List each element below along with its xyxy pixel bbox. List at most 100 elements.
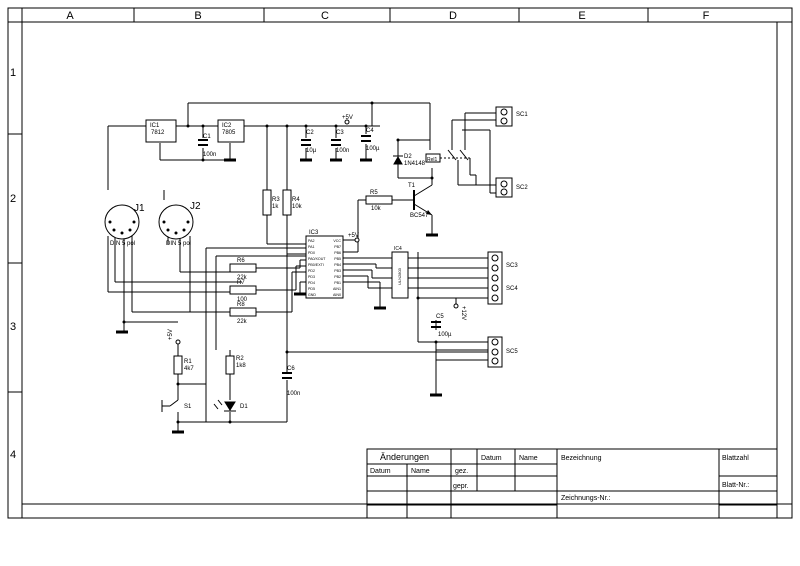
title-block [366,448,778,519]
column-label-d: D [449,10,457,22]
c1-ref: C1 [203,134,211,140]
ic3-pin-vcc: VCC [333,239,341,243]
r4-body [282,189,292,216]
ic3-pin-ain1: AIN1 [333,287,341,291]
blattzahl-label: Blattzahl [722,455,749,462]
ic3-pin-pb2: PB2 [334,275,341,279]
row-label-2: 2 [10,193,16,205]
t1-transistor [413,190,432,215]
row-label-4: 4 [10,449,16,461]
rel1-ref: Rel1 [427,157,438,163]
r2-value: 1k8 [236,363,246,369]
ic3-microcontroller [305,235,344,299]
name2-label: Name [519,455,538,462]
bezeichnung-label: Bezeichnung [561,455,602,462]
ic3-pin-pa0: PA0/XOUT [308,257,326,261]
r2-body [225,355,235,375]
ic4-driver [391,251,409,299]
r1-body [173,355,183,375]
c6-value: 100n [287,391,300,397]
column-label-a: A [66,10,74,22]
j1-din-connector [104,204,140,240]
ic3-pin-pd4: PD4 [308,281,315,285]
ic1-ref: IC1 [150,123,160,129]
c3-ref: C3 [336,130,344,136]
junction-dots [122,101,438,424]
r7-body [229,285,257,295]
r3-value: 1k [272,204,279,210]
r1-value: 4k7 [184,366,194,372]
rel1-relay: Rel1 [425,149,470,163]
ic1-regulator: IC1 7812 [145,119,177,143]
r1-ref: R1 [184,359,192,365]
c4-value: 100µ [366,146,380,152]
ic3-pin-pb0: PB0/EXTI [308,263,324,267]
capacitors [198,135,441,379]
r8-body [229,307,257,317]
ic3-pin-gnd: GND [308,293,316,297]
j1-ref: J1 [134,203,145,214]
gepr-label: gepr. [453,483,469,490]
zeichnungs-nr-label: Zeichnungs-Nr.: [561,495,610,502]
r4-value: 10k [292,204,303,210]
c2-ref: C2 [306,130,314,136]
plus12v-label: +12V [460,306,466,320]
column-label-e: E [578,10,585,22]
r6-value: 22k [237,275,248,281]
column-label-b: B [194,10,201,22]
t1-ref: T1 [408,183,416,189]
d1-ref: D1 [240,404,248,410]
wires [107,102,496,428]
capacitor-labels: C1 100n C2 10µ C3 100n C4 100µ C5 100µ C… [203,128,452,397]
datum2-label: Datum [481,455,502,462]
ic3-pin-ain0: AIN0 [333,293,341,297]
ic2-regulator: IC2 7805 [217,119,245,143]
r6-ref: R6 [237,258,245,264]
r7-value: 100 [237,297,248,303]
c6-ref: C6 [287,366,295,372]
row-label-1: 1 [10,67,16,79]
sc5-ref: SC5 [506,349,518,355]
datum-label: Datum [370,468,391,475]
r6-body [229,263,257,273]
d1-led [213,399,236,412]
c5-ref: C5 [436,314,444,320]
sc3-ref: SC3 [506,263,518,269]
sc1-terminal [495,106,513,127]
ic3-pin-pb4: PB4 [334,263,341,267]
j2-din-connector [158,204,194,240]
j1-value: DIN 5 pol [110,241,135,247]
sc1-ref: SC1 [516,112,528,118]
r4-ref: R4 [292,197,300,203]
c1-value: 100n [203,152,216,158]
ic3-pin-labels-right: VCC PB7 PB6 PB5 PB4 PB3 PB2 PB1 AIN1 AIN… [333,239,341,297]
ground-stubs [123,144,367,432]
r8-value: 22k [237,319,248,325]
d2-ref: D2 [404,154,412,160]
ic3-pin-pd5: PD5 [308,287,315,291]
sc5-terminal [487,336,503,368]
ic3-pin-pd3: PD3 [308,275,315,279]
supply-labels: +5V +5V +5V +12V [168,115,466,345]
c5-value: 100µ [438,332,452,338]
row-labels: 1 2 3 4 [10,67,16,461]
sc2-terminal [495,177,513,198]
name-label: Name [411,468,430,475]
plus5v-ic3-label: +5V [348,233,359,239]
blatt-nr-label: Blatt-Nr.: [722,482,749,489]
ic2-ref: IC2 [222,123,232,129]
d2-diode [393,155,403,165]
column-label-c: C [321,10,329,22]
ic3-pin-pd0: PD0 [308,251,315,255]
ic3-pin-pa2: PA2 [308,239,315,243]
sc3-sc4-terminal [487,251,503,305]
c2-value: 10µ [306,148,317,154]
d2-value: 1N4148 [404,161,426,167]
ic3-ref: IC3 [309,230,319,236]
ic3-pin-pb5: PB5 [334,257,341,261]
sc2-ref: SC2 [516,185,528,191]
ic1-value: 7812 [151,130,165,136]
ic3-pin-pb6: PB6 [334,251,341,255]
r2-ref: R2 [236,356,244,362]
